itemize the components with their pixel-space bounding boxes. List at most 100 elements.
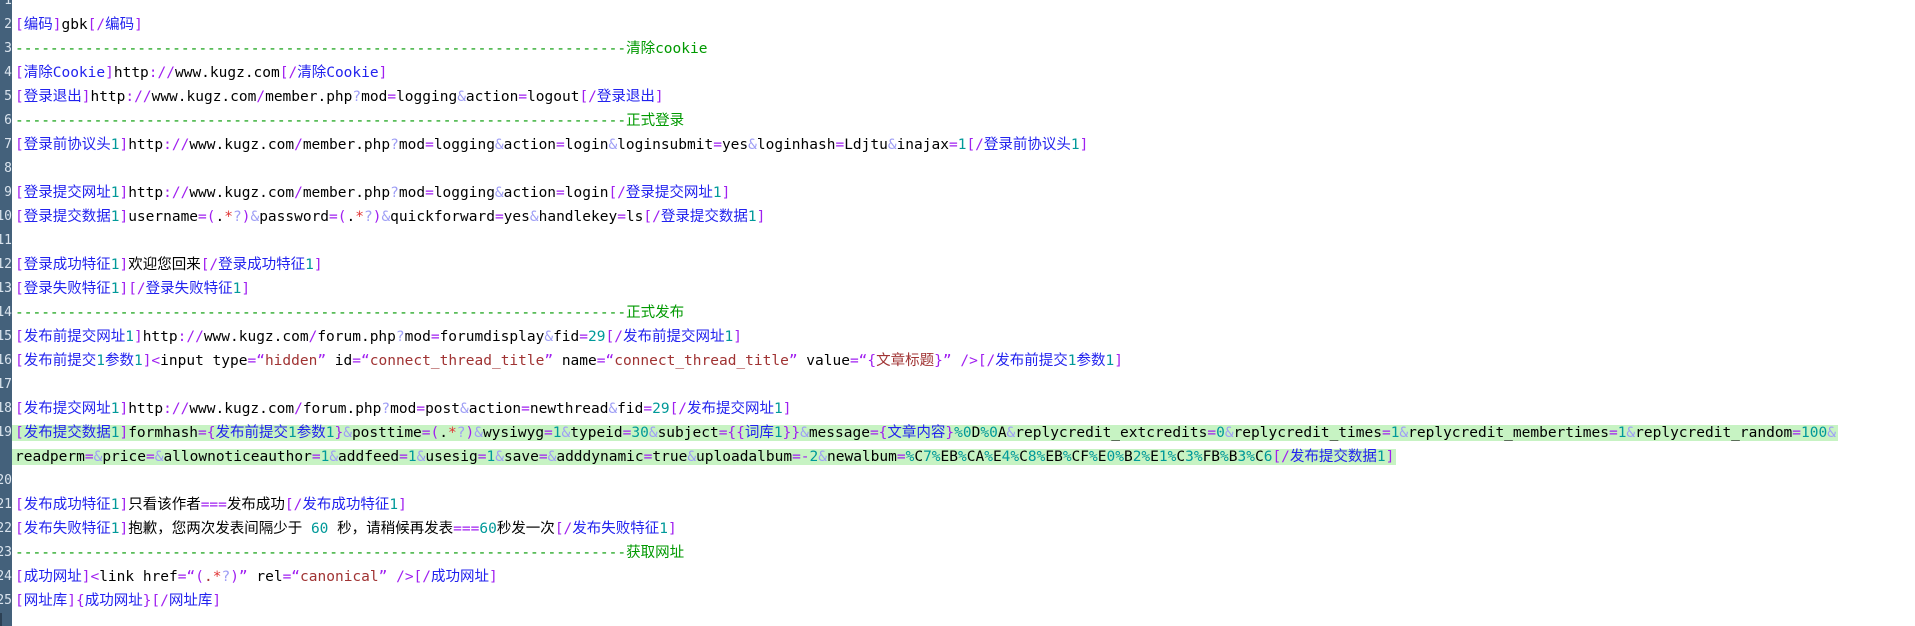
code-token: typeid bbox=[570, 425, 623, 441]
code-token: =( bbox=[421, 425, 440, 441]
code-token: [/ bbox=[966, 137, 984, 153]
code-line-text[interactable] bbox=[12, 469, 1915, 493]
code-line-text[interactable]: [登录提交网址1]http://www.kugz.com/member.php?… bbox=[12, 181, 1915, 205]
code-token: ] bbox=[398, 497, 407, 513]
code-line-text[interactable]: [发布前提交1参数1]<input type=“hidden” id=“conn… bbox=[12, 349, 1915, 373]
code-token: uploadalbum bbox=[696, 449, 793, 465]
code-line-text[interactable]: [清除Cookie]http://www.kugz.com[/清除Cookie] bbox=[12, 61, 1915, 85]
code-line[interactable]: readperm=&price=&allownoticeauthor=1&add… bbox=[0, 445, 1915, 469]
code-token: E bbox=[992, 449, 1002, 465]
code-token: fid bbox=[553, 329, 580, 345]
code-token: mod bbox=[404, 329, 431, 345]
code-line[interactable]: 6---------------------------------------… bbox=[0, 109, 1915, 133]
code-line-text[interactable]: [登录成功特征1]欢迎您回来[/登录成功特征1] bbox=[12, 253, 1915, 277]
code-line[interactable]: 14--------------------------------------… bbox=[0, 301, 1915, 325]
code-token: / bbox=[294, 401, 303, 417]
code-text: ----------------------------------------… bbox=[15, 545, 684, 561]
code-line[interactable]: 17 bbox=[0, 373, 1915, 397]
code-line[interactable]: 1 bbox=[0, 0, 1915, 13]
code-line-text[interactable]: [编码]gbk[/编码] bbox=[12, 13, 1915, 37]
code-line-text[interactable]: [登录失败特征1][/登录失败特征1] bbox=[12, 277, 1915, 301]
code-line[interactable]: 12[登录成功特征1]欢迎您回来[/登录成功特征1] bbox=[0, 253, 1915, 277]
code-token: = bbox=[521, 401, 530, 417]
code-token: www.kugz.com bbox=[189, 185, 295, 201]
code-token: [/ bbox=[284, 497, 303, 513]
code-line[interactable]: 9[登录提交网址1]http://www.kugz.com/member.php… bbox=[0, 181, 1915, 205]
code-line-text[interactable]: [发布失败特征1]抱歉，您两次发表间隔少于 60 秒，请稍候再发表===60秒发… bbox=[12, 517, 1915, 541]
code-line[interactable]: 2[编码]gbk[/编码] bbox=[0, 13, 1915, 37]
code-token: = bbox=[425, 185, 434, 201]
code-line[interactable]: 19[发布提交数据1]formhash={发布前提交1参数1}&posttime… bbox=[0, 421, 1915, 445]
code-line-text[interactable]: [发布提交数据1]formhash={发布前提交1参数1}&posttime=(… bbox=[12, 421, 1915, 445]
code-token: wysiwyg bbox=[482, 425, 545, 441]
code-token: ? bbox=[395, 329, 405, 345]
code-token: 2 bbox=[809, 449, 819, 465]
code-line-text[interactable]: readperm=&price=&allownoticeauthor=1&add… bbox=[12, 445, 1915, 469]
code-token: %0 bbox=[980, 425, 998, 441]
code-line[interactable]: 20 bbox=[0, 469, 1915, 493]
code-token: [/ bbox=[605, 329, 623, 345]
code-token: 0% bbox=[1106, 449, 1124, 465]
code-line-text[interactable]: ----------------------------------------… bbox=[12, 541, 1915, 565]
code-line-text[interactable] bbox=[12, 229, 1915, 253]
code-line[interactable]: 21[发布成功特征1]只看该作者===发布成功[/发布成功特征1] bbox=[0, 493, 1915, 517]
code-line-text[interactable] bbox=[12, 373, 1915, 397]
code-line[interactable]: 5[登录退出]http://www.kugz.com/member.php?mo… bbox=[0, 85, 1915, 109]
code-token: = bbox=[556, 137, 565, 153]
code-token: 登录失败特征 bbox=[23, 281, 111, 297]
code-token: % bbox=[1220, 449, 1229, 465]
code-line-text[interactable]: [登录退出]http://www.kugz.com/member.php?mod… bbox=[12, 85, 1915, 109]
code-line[interactable]: 22[发布失败特征1]抱歉，您两次发表间隔少于 60 秒，请稍候再发表===60… bbox=[0, 517, 1915, 541]
code-line-text[interactable]: [发布前提交网址1]http://www.kugz.com/forum.php?… bbox=[12, 325, 1915, 349]
code-token: . bbox=[346, 209, 356, 225]
code-token: 参数 bbox=[296, 425, 326, 441]
code-token: ? bbox=[221, 569, 231, 585]
code-line[interactable]: 18[发布提交网址1]http://www.kugz.com/forum.php… bbox=[0, 397, 1915, 421]
code-line[interactable]: 15[发布前提交网址1]http://www.kugz.com/forum.ph… bbox=[0, 325, 1915, 349]
code-line-text[interactable]: ----------------------------------------… bbox=[12, 109, 1915, 133]
code-line[interactable]: 10[登录提交数据1]username=(.*?)&password=(.*?)… bbox=[0, 205, 1915, 229]
code-line[interactable]: 16[发布前提交1参数1]<input type=“hidden” id=“co… bbox=[0, 349, 1915, 373]
code-token: 登录失败特征 bbox=[145, 281, 233, 297]
code-line-text[interactable]: [网址库]{成功网址}[/网址库] bbox=[12, 589, 1915, 613]
code-token: [ bbox=[15, 401, 24, 417]
code-token: 只看该作者 bbox=[128, 497, 201, 513]
code-token: [ bbox=[15, 593, 24, 609]
code-line[interactable]: 23--------------------------------------… bbox=[0, 541, 1915, 565]
code-line-text[interactable]: ----------------------------------------… bbox=[12, 301, 1915, 325]
code-token: ={ bbox=[198, 425, 216, 441]
code-line[interactable]: 8 bbox=[0, 157, 1915, 181]
code-line-text[interactable]: [成功网址]<link href=“(.*?)” rel=“canonical”… bbox=[12, 565, 1915, 589]
code-line-text[interactable] bbox=[12, 0, 1915, 13]
code-line-text[interactable]: [登录提交数据1]username=(.*?)&password=(.*?)&q… bbox=[12, 205, 1915, 229]
code-token: replycredit_extcredits bbox=[1015, 425, 1208, 441]
code-token: newalbum bbox=[827, 449, 897, 465]
code-line[interactable]: 7[登录前协议头1]http://www.kugz.com/member.php… bbox=[0, 133, 1915, 157]
code-token: / bbox=[294, 137, 303, 153]
code-line-text[interactable]: ----------------------------------------… bbox=[12, 37, 1915, 61]
code-token: 1 bbox=[110, 185, 120, 201]
code-token: ” bbox=[378, 569, 388, 585]
code-line-text[interactable]: [登录前协议头1]http://www.kugz.com/member.php?… bbox=[12, 133, 1915, 157]
code-line-text[interactable]: [发布成功特征1]只看该作者===发布成功[/发布成功特征1] bbox=[12, 493, 1915, 517]
code-token: 发布提交网址 bbox=[687, 401, 775, 417]
code-token: 1 bbox=[747, 209, 757, 225]
code-token: 编码 bbox=[105, 17, 135, 33]
code-token: ][/ bbox=[119, 281, 146, 297]
code-token: replycredit_random bbox=[1635, 425, 1793, 441]
code-token: = bbox=[579, 329, 589, 345]
code-line[interactable]: 4[清除Cookie]http://www.kugz.com[/清除Cookie… bbox=[0, 61, 1915, 85]
code-line[interactable]: 24[成功网址]<link href=“(.*?)” rel=“canonica… bbox=[0, 565, 1915, 589]
code-line[interactable]: 25[网址库]{成功网址}[/网址库] bbox=[0, 589, 1915, 613]
code-token: = bbox=[430, 329, 440, 345]
code-token: =- bbox=[792, 449, 810, 465]
code-line-text[interactable]: [发布提交网址1]http://www.kugz.com/forum.php?m… bbox=[12, 397, 1915, 421]
code-line-text[interactable] bbox=[12, 157, 1915, 181]
code-line[interactable]: 3---------------------------------------… bbox=[0, 37, 1915, 61]
code-line[interactable]: 13[登录失败特征1][/登录失败特征1] bbox=[0, 277, 1915, 301]
code-token: & bbox=[457, 89, 466, 105]
code-token: [ bbox=[15, 17, 24, 33]
code-token: EB bbox=[1045, 449, 1063, 465]
code-line[interactable]: 11 bbox=[0, 229, 1915, 253]
